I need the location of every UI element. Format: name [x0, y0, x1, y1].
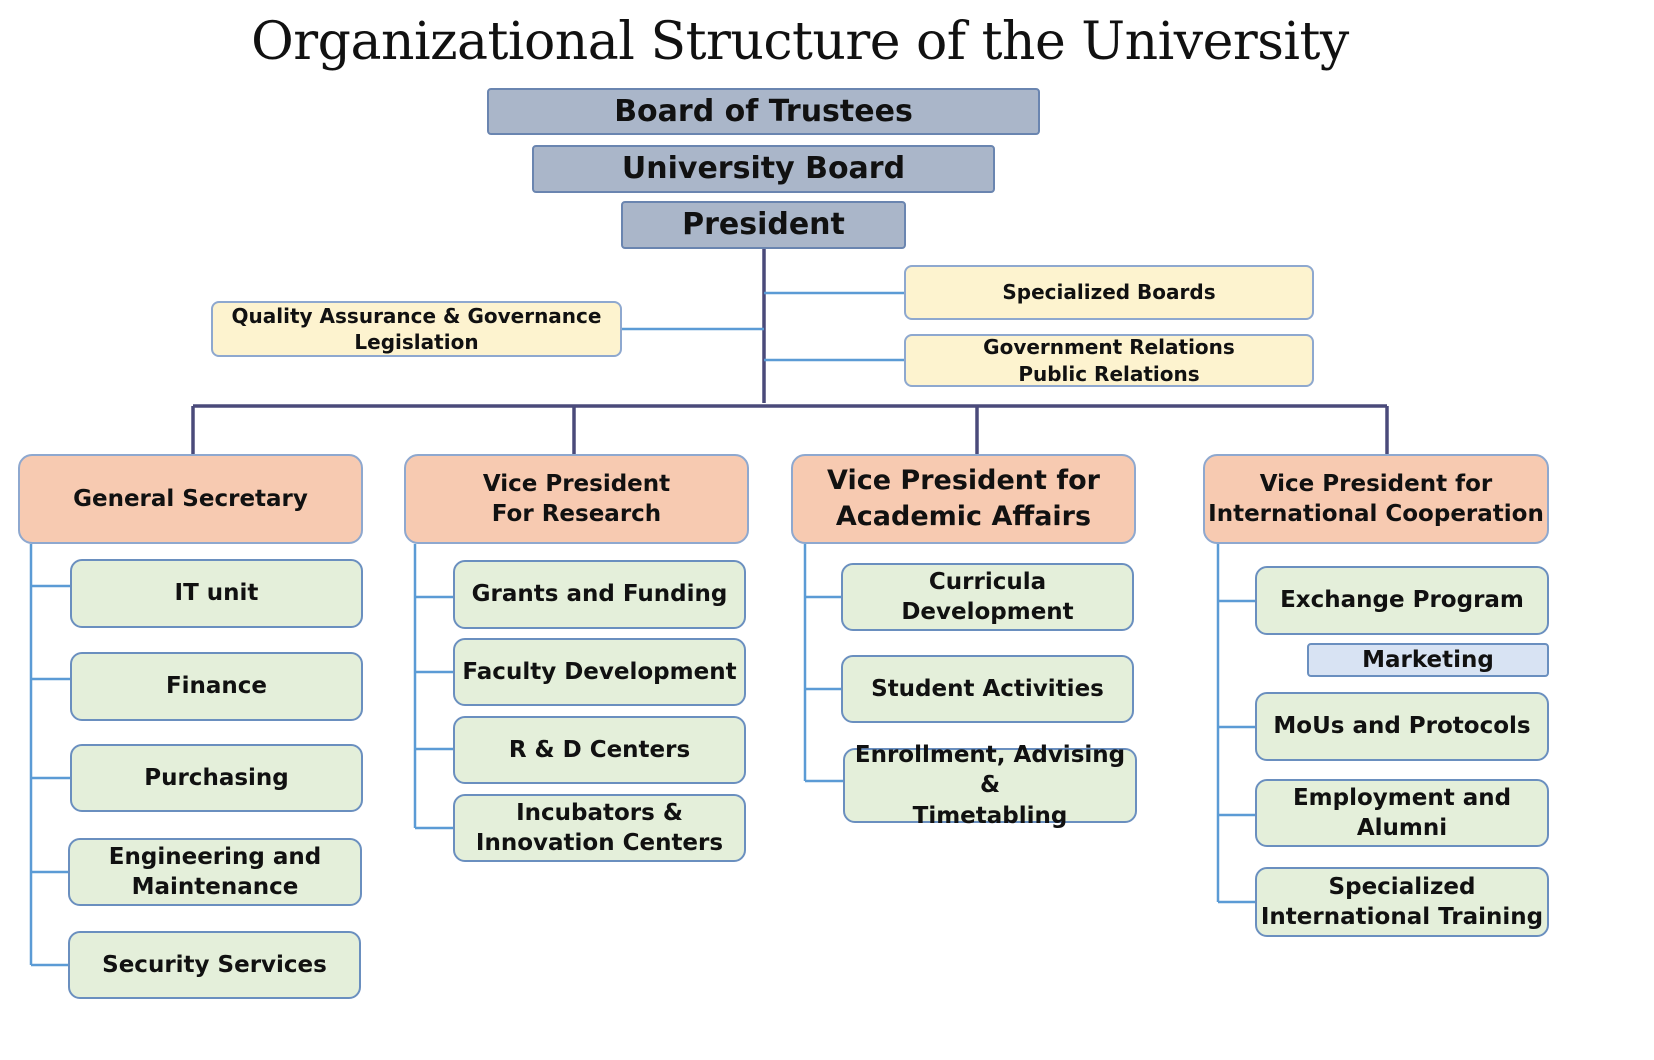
- marketing-box: Marketing: [1307, 643, 1549, 677]
- vp-research-box: Vice President For Research: [404, 454, 749, 544]
- vp-academic-affairs-box: Vice President for Academic Affairs: [791, 454, 1136, 544]
- purchasing-box: Purchasing: [70, 744, 363, 812]
- board-of-trustees-box: Board of Trustees: [487, 88, 1040, 135]
- president-box: President: [621, 201, 906, 249]
- incubators-innovation-box: Incubators & Innovation Centers: [453, 794, 746, 862]
- finance-box: Finance: [70, 652, 363, 721]
- rd-centers-box: R & D Centers: [453, 716, 746, 784]
- university-board-box: University Board: [532, 145, 995, 193]
- mous-protocols-box: MoUs and Protocols: [1255, 692, 1549, 761]
- specialized-international-training-box: Specialized International Training: [1255, 867, 1549, 937]
- employment-alumni-box: Employment and Alumni: [1255, 779, 1549, 847]
- quality-assurance-box: Quality Assurance & Governance Legislati…: [211, 301, 622, 357]
- vp-international-cooperation-box: Vice President for International Coopera…: [1203, 454, 1549, 544]
- exchange-program-box: Exchange Program: [1255, 566, 1549, 635]
- specialized-boards-box: Specialized Boards: [904, 265, 1314, 320]
- faculty-development-box: Faculty Development: [453, 638, 746, 706]
- engineering-maintenance-box: Engineering and Maintenance: [68, 838, 362, 906]
- general-secretary-box: General Secretary: [18, 454, 363, 544]
- page-title: Organizational Structure of the Universi…: [251, 12, 1349, 72]
- enrollment-advising-box: Enrollment, Advising & Timetabling: [843, 742, 1137, 829]
- grants-funding-box: Grants and Funding: [453, 560, 746, 629]
- student-activities-box: Student Activities: [841, 655, 1134, 723]
- curricula-development-box: Curricula Development: [841, 563, 1134, 631]
- government-relations-box: Government Relations Public Relations: [904, 334, 1314, 387]
- it-unit-box: IT unit: [70, 559, 363, 628]
- security-services-box: Security Services: [68, 931, 361, 999]
